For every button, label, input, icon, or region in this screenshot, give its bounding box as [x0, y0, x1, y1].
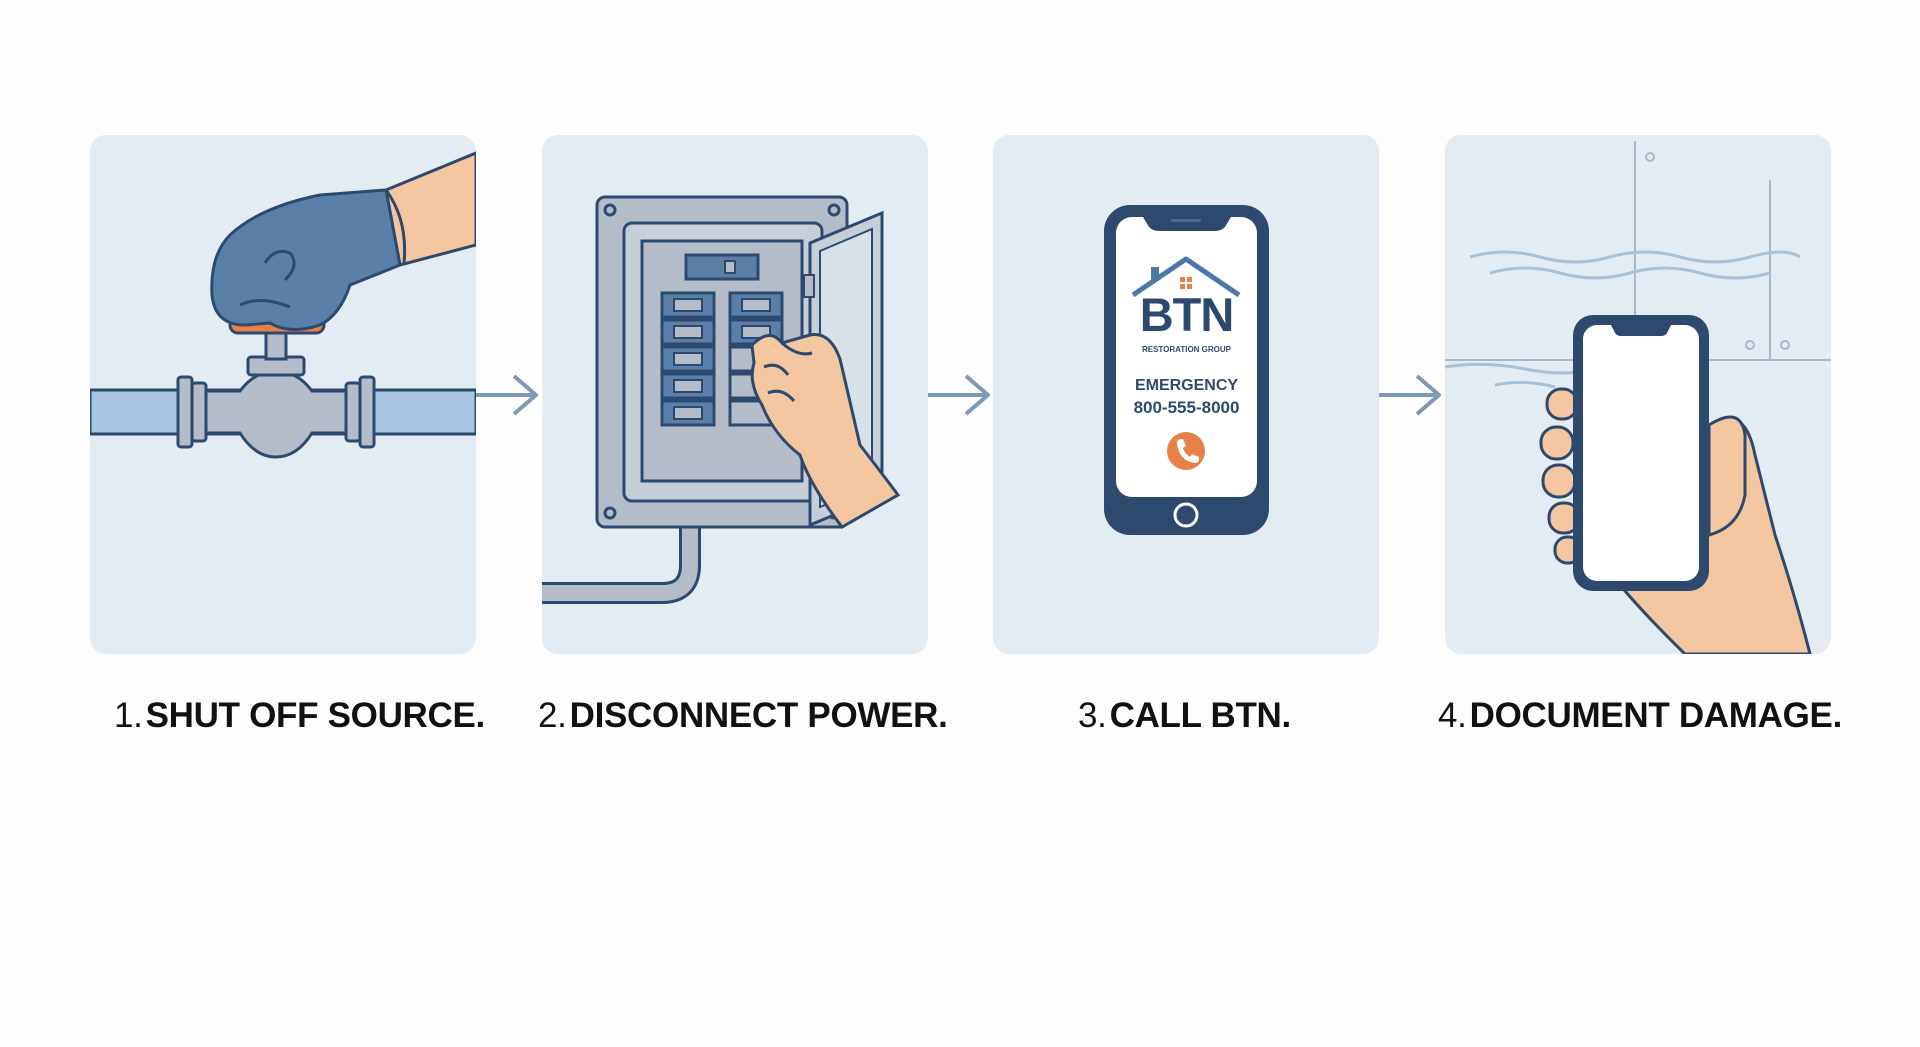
step-number: 3. [1078, 696, 1107, 735]
step-number: 1. [114, 696, 143, 735]
step-4-caption: 4. DOCUMENT DAMAGE. [1438, 696, 1842, 744]
step-2-panel [542, 135, 928, 654]
smartphone-camera-icon [1445, 141, 1831, 654]
step-label: DOCUMENT DAMAGE. [1469, 696, 1843, 735]
phone-emergency-label: EMERGENCY [1134, 377, 1239, 394]
step-2-caption: 2. DISCONNECT POWER. [538, 696, 948, 744]
arrow-right-icon [1379, 374, 1441, 416]
step-3-panel: BTN RESTORATION GROUP EMERGENCY 800-555-… [993, 135, 1379, 654]
arrow-right-icon [476, 374, 538, 416]
phone-icon [1104, 205, 1269, 535]
arrow-right-icon [928, 374, 990, 416]
step-number: 2. [538, 696, 567, 735]
step-number: 4. [1438, 696, 1467, 735]
phone-number: 800-555-8000 [1133, 398, 1240, 417]
step-label: CALL BTN. [1109, 696, 1292, 735]
step-4-panel [1445, 135, 1831, 654]
step-3-caption: 3. CALL BTN. [1078, 696, 1291, 744]
step-1-panel [90, 135, 476, 654]
phone-brand: BTN [1139, 288, 1235, 341]
phone-brand-subtitle: RESTORATION GROUP [1141, 345, 1232, 354]
step-label: DISCONNECT POWER. [569, 696, 948, 735]
shutoff-valve-icon [90, 151, 476, 459]
step-1-caption: 1. SHUT OFF SOURCE. [114, 696, 485, 744]
step-label: SHUT OFF SOURCE. [145, 696, 486, 735]
breaker-panel-icon [542, 195, 901, 604]
